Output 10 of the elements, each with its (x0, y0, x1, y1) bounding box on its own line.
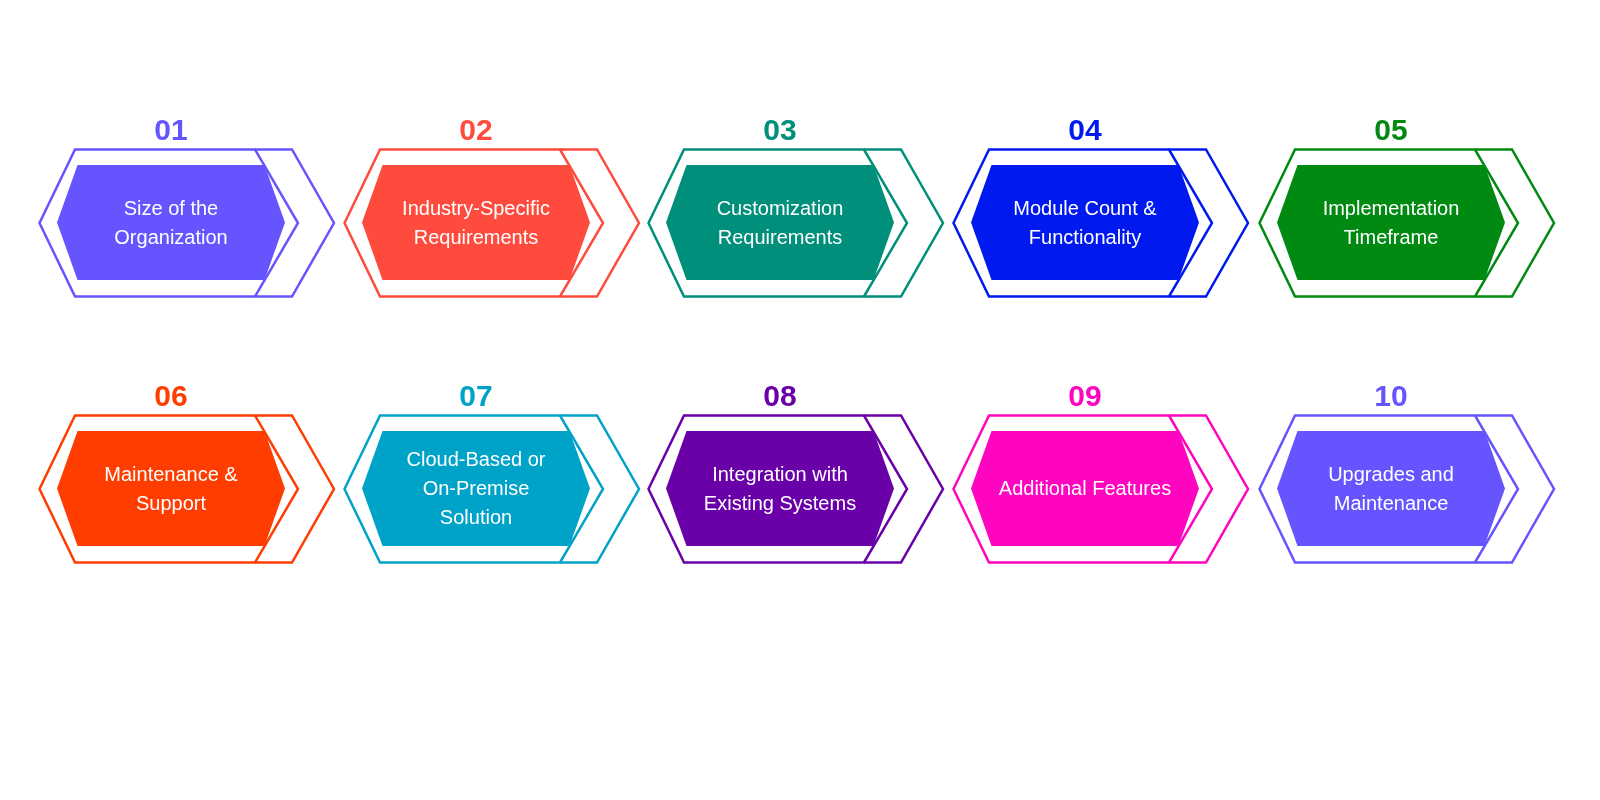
step-number: 07 (458, 378, 494, 414)
step-number: 03 (762, 112, 798, 148)
step-number: 08 (762, 378, 798, 414)
step-number: 05 (1373, 112, 1409, 148)
step-number: 02 (458, 112, 494, 148)
step-number: 10 (1373, 378, 1409, 414)
step-number: 09 (1067, 378, 1103, 414)
step-number: 04 (1067, 112, 1103, 148)
step-number: 06 (153, 378, 189, 414)
step-number: 01 (153, 112, 189, 148)
